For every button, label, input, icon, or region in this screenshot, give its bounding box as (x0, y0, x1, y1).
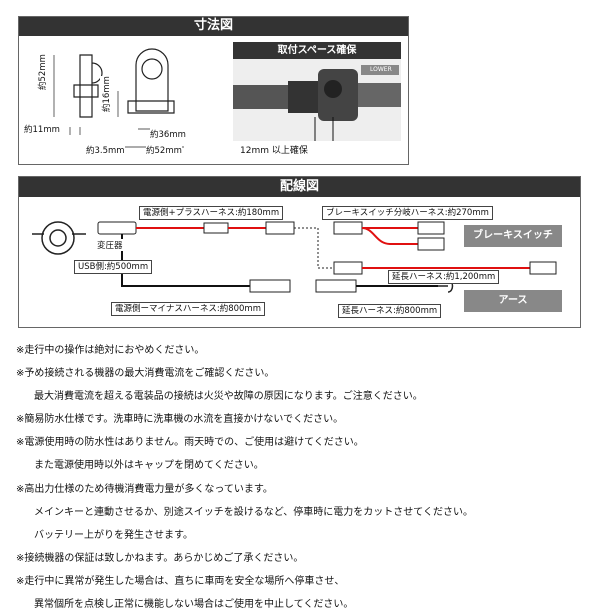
dim-52-vertical: 約52mm (36, 54, 48, 90)
caution-note: ※簡易防水仕様です。洗車時に洗車機の水流を直接かけないでください。 (16, 414, 344, 426)
earth-label: アース (498, 295, 528, 306)
space-header (233, 42, 401, 59)
dimensions-title: 寸法図 (193, 18, 233, 33)
handlebar-photo (233, 59, 401, 141)
caution-note: バッテリー上がりを発生させます。 (34, 529, 193, 541)
usb-socket-icon (32, 221, 86, 255)
transformer-label: 変圧器 (97, 239, 123, 251)
caution-note: ※予め接続される機器の最大消費電流をご確認ください。 (16, 368, 275, 380)
caution-note: ※走行中に異常が発生した場合は、直ちに車両を安全な場所へ停車させ、 (16, 575, 345, 587)
clamp-front-view (79, 54, 103, 118)
caution-note: ※高出力仕様のため待機消費電力量が多くなっています。 (16, 483, 273, 495)
wiring-header (19, 177, 580, 197)
clearance-label: 12mm 以上確保 (240, 143, 308, 156)
space-title: 取付スペース確保 (277, 45, 357, 56)
dim-36: 約36mm (150, 128, 186, 140)
usb-label: USB側:約500mm (74, 260, 153, 274)
minus-harness-label: 電源側ーマイナスハーネス:約800mm (111, 302, 265, 316)
caution-note: ※接続機器の保証は致しかねます。あらかじめご了承ください。 (16, 552, 304, 564)
brake-switch-label: ブレーキスイッチ (473, 230, 553, 241)
caution-note: メインキーと連動させるか、別途スイッチを設けるなど、停車時に電力をカットさせてく… (34, 506, 473, 518)
brake-branch-label: ブレーキスイッチ分岐ハーネス:約270mm (322, 206, 493, 220)
wiring-title: 配線図 (279, 179, 319, 194)
caution-note: 最大消費電流を超える電装品の接続は火災や故障の原因になります。ご注意ください。 (34, 391, 423, 403)
dim-3-5: 約3.5mm (86, 144, 125, 156)
dimensions-header (19, 17, 408, 36)
wiring-panel: 配線図 (18, 176, 581, 328)
ext-800-label: 延長ハーネス:約800mm (338, 304, 442, 318)
ext-1200-label: 延長ハーネス:約1,200mm (388, 270, 500, 284)
transformer-body (97, 221, 137, 235)
dim-16-vertical: 約16mm (100, 76, 112, 112)
earth-box (464, 290, 562, 312)
brake-switch-box (464, 225, 562, 247)
dim-52-horizontal: 約52mm (146, 144, 182, 156)
caution-note: ※走行中の操作は絶対におやめください。 (16, 345, 205, 356)
plus-harness-label: 電源側+プラスハーネス:約180mm (139, 206, 284, 220)
caution-note: 異常個所を点検し正常に機能しない場合はご使用を中止してください。 (34, 599, 354, 611)
dimension-drawing (53, 48, 184, 148)
lower-text: LOWER (370, 66, 392, 73)
dimensions-panel: 寸法図 (18, 16, 409, 165)
dim-11: 約11mm (24, 123, 60, 135)
caution-note: ※電源使用時の防水性はありません。雨天時での、ご使用は避けてください。 (16, 437, 364, 449)
clamp-side-view (135, 48, 169, 112)
wiring-diagram (32, 221, 557, 293)
caution-note: また電源使用時以外はキャップを閉めてください。 (34, 460, 264, 472)
caution-notes: ※走行中の操作は絶対におやめください。 ※予め接続される機器の最大消費電流をご確認… (16, 339, 586, 616)
